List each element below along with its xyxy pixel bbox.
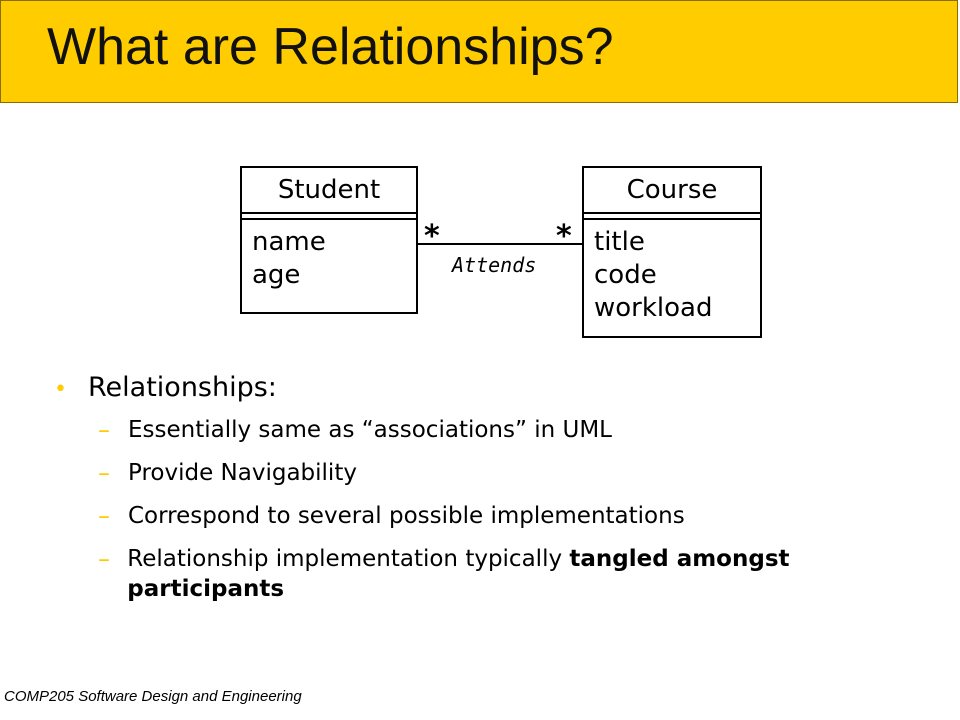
attribute: age bbox=[252, 260, 301, 290]
dash-marker: – bbox=[98, 502, 110, 530]
sub-bullet-text-bold: tangled amongst participants bbox=[127, 546, 790, 602]
association-label: Attends bbox=[452, 253, 537, 277]
bullet-text: Relationships: bbox=[88, 372, 277, 403]
sub-bullet-text: Essentially same as “associations” in UM… bbox=[128, 417, 612, 443]
bullet-item: • Relationships: bbox=[54, 372, 934, 403]
multiplicity-right: * bbox=[556, 219, 572, 254]
multiplicity-left: * bbox=[424, 219, 440, 254]
attribute: name bbox=[252, 227, 326, 257]
dash-marker: – bbox=[98, 545, 110, 573]
association-line bbox=[416, 243, 584, 245]
attribute: title bbox=[594, 227, 645, 257]
sub-bullet-item: – Provide Navigability bbox=[98, 458, 934, 488]
uml-class-student: Student name age bbox=[240, 166, 418, 314]
sub-bullet-item: – Relationship implementation typically … bbox=[98, 544, 934, 604]
bullet-marker: • bbox=[54, 377, 67, 402]
class-name-course: Course bbox=[584, 168, 760, 214]
sub-bullet-text: Provide Navigability bbox=[128, 460, 357, 486]
sub-bullet-item: – Essentially same as “associations” in … bbox=[98, 415, 934, 445]
class-attributes-student: name age bbox=[242, 220, 416, 292]
slide-footer: COMP205 Software Design and Engineering bbox=[4, 688, 302, 705]
attribute: workload bbox=[594, 293, 713, 323]
sub-bullet-text: Correspond to several possible implement… bbox=[128, 503, 685, 529]
uml-class-course: Course title code workload bbox=[582, 166, 762, 338]
sub-bullet-text: Relationship implementation typically ta… bbox=[127, 544, 934, 604]
sub-bullet-item: – Correspond to several possible impleme… bbox=[98, 501, 934, 531]
class-divider bbox=[584, 214, 760, 220]
dash-marker: – bbox=[98, 416, 110, 444]
attribute: code bbox=[594, 260, 657, 290]
title-bar: What are Relationships? bbox=[0, 0, 958, 103]
slide-title: What are Relationships? bbox=[47, 18, 614, 76]
class-name-student: Student bbox=[242, 168, 416, 214]
sub-bullet-text-prefix: Relationship implementation typically bbox=[127, 546, 570, 572]
sub-bullet-list: – Essentially same as “associations” in … bbox=[54, 415, 934, 604]
dash-marker: – bbox=[98, 459, 110, 487]
bullet-list: • Relationships: – Essentially same as “… bbox=[54, 372, 934, 617]
class-attributes-course: title code workload bbox=[584, 220, 760, 325]
class-divider bbox=[242, 214, 416, 220]
